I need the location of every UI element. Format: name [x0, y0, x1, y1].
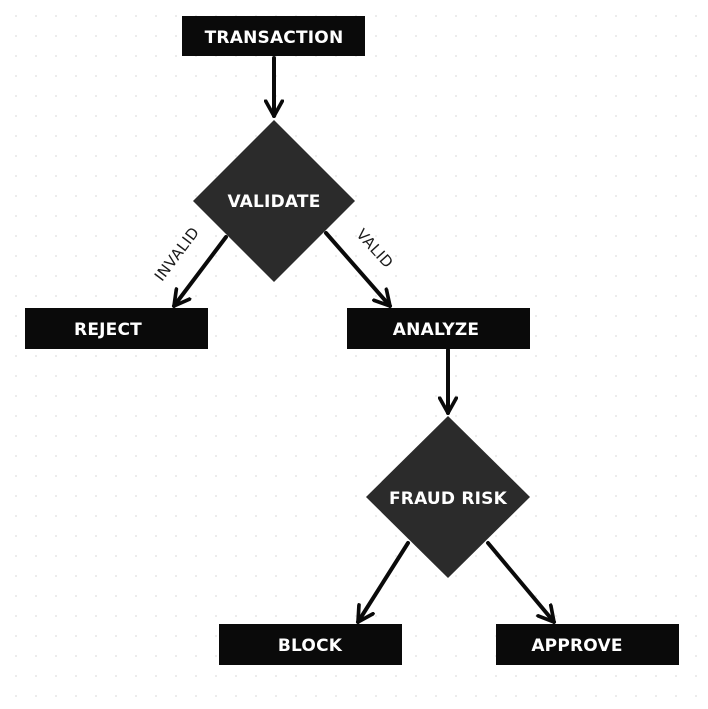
node-transaction-label: TRANSACTION: [205, 28, 344, 48]
arrows: [172, 56, 556, 624]
node-validate: VALIDATE: [193, 120, 355, 282]
arrow-validate-to-reject: [172, 235, 228, 308]
node-analyze: ANALYZE: [347, 308, 530, 349]
arrow-validate-to-analyze: [324, 231, 392, 308]
node-analyze-label: ANALYZE: [393, 320, 479, 340]
node-fraud-risk-label: FRAUD RISK: [389, 489, 508, 509]
node-approve-label: APPROVE: [531, 636, 622, 656]
arrow-fraud-risk-to-approve: [486, 541, 556, 624]
node-validate-label: VALIDATE: [227, 192, 320, 212]
node-reject-label: REJECT: [74, 320, 142, 340]
node-fraud-risk: FRAUD RISK: [366, 416, 530, 578]
node-block-label: BLOCK: [278, 636, 343, 656]
node-approve: APPROVE: [496, 624, 679, 665]
arrow-fraud-risk-to-block: [356, 541, 410, 624]
node-transaction: TRANSACTION: [182, 16, 365, 56]
node-reject: REJECT: [25, 308, 208, 349]
node-block: BLOCK: [219, 624, 402, 665]
edge-label-valid: VALID: [353, 225, 397, 272]
